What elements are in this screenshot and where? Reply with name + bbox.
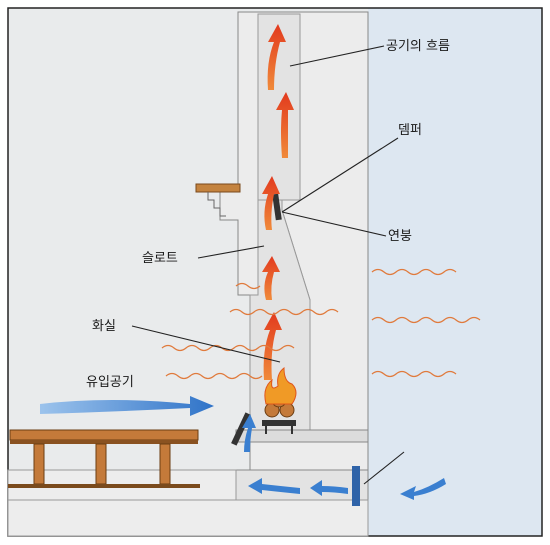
leader-vent (363, 451, 405, 485)
leader-throat (197, 245, 265, 259)
wooden-deck (8, 429, 200, 488)
damper-plate-icon (272, 193, 282, 221)
label-damper: 뎀퍼 (398, 123, 422, 138)
label-airflow: 공기의 흐름 (386, 39, 450, 54)
flow-arrow (262, 256, 280, 300)
intake-arrows (40, 396, 446, 500)
label-firebox: 화실 (92, 319, 116, 334)
heat-wave (235, 282, 261, 290)
flow-arrow (276, 92, 294, 158)
heat-wave (371, 370, 457, 378)
flame-icon (264, 366, 297, 405)
mantel-steps (207, 192, 226, 217)
heat-waves (161, 268, 481, 380)
label-throat: 슬로트 (142, 251, 178, 266)
intake-arrow (400, 478, 446, 500)
airflow-arrows (262, 24, 294, 380)
flow-arrow (263, 312, 282, 380)
label-flue: 연붕 (388, 229, 412, 244)
intake-arrow (40, 396, 214, 416)
mantel-shelf (195, 183, 241, 193)
heat-wave (161, 344, 295, 352)
leader-lines (131, 45, 405, 485)
leader-flue (281, 211, 387, 237)
leader-damper (281, 137, 399, 213)
exterior-vent-icon (352, 466, 360, 506)
flow-arrow (262, 176, 280, 230)
intake-arrow (248, 478, 300, 494)
intake-arrow (310, 480, 348, 496)
heat-wave (371, 268, 457, 276)
intake-vent-icon (231, 412, 251, 446)
label-intake-air: 유입공기 (86, 375, 134, 390)
leader-airflow (289, 45, 385, 67)
intake-arrow (242, 414, 256, 452)
hearth-floor (235, 429, 369, 443)
heat-wave (165, 372, 263, 380)
heat-wave (371, 316, 481, 324)
flow-arrow (267, 24, 286, 90)
heat-wave (229, 308, 339, 316)
floor-slab-lower (7, 499, 369, 537)
leader-firebox (131, 325, 281, 363)
